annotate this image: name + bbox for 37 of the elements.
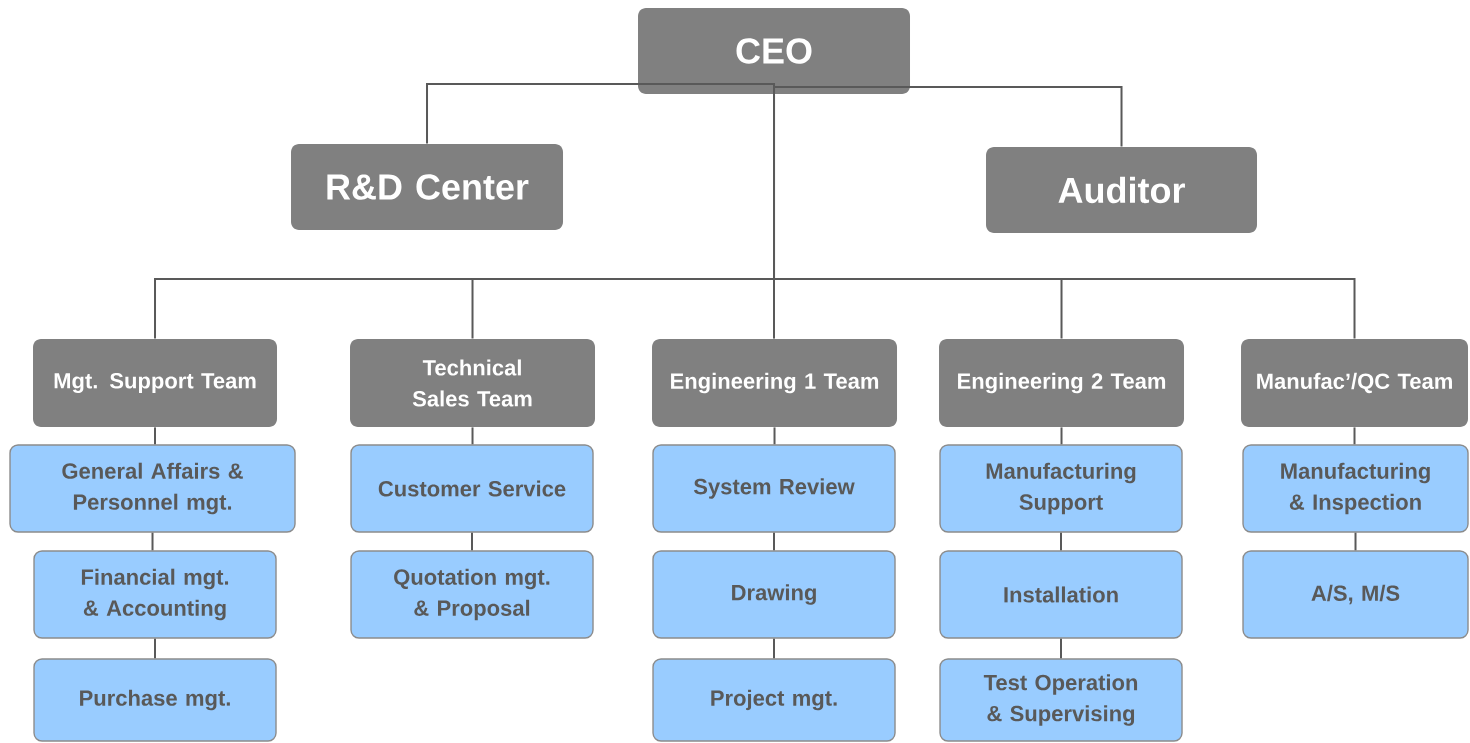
connector-line bbox=[773, 93, 1356, 340]
task-box: Financial mgt. & Accounting bbox=[33, 550, 277, 639]
task-box: Test Operation & Supervising bbox=[939, 658, 1183, 742]
connector-line bbox=[151, 531, 154, 552]
position-box: Auditor bbox=[986, 147, 1257, 233]
connector-line bbox=[1060, 426, 1063, 446]
connector-line bbox=[773, 426, 776, 446]
connector-line bbox=[471, 531, 473, 552]
team-box: Technical Sales Team bbox=[350, 339, 595, 427]
task-box: Project mgt. bbox=[652, 658, 896, 742]
connector-line bbox=[154, 426, 156, 446]
task-box: Customer Service bbox=[350, 444, 594, 533]
connector-line bbox=[1354, 531, 1357, 552]
team-box: Engineering 2 Team bbox=[939, 339, 1184, 427]
team-box: Mgt. Support Team bbox=[33, 339, 277, 427]
task-box: Manufacturing Support bbox=[939, 444, 1183, 533]
connector-line bbox=[1060, 637, 1062, 660]
team-box: Engineering 1 Team bbox=[652, 339, 897, 427]
task-box: Purchase mgt. bbox=[33, 658, 277, 742]
position-box: R&D Center bbox=[291, 144, 563, 230]
connector-line bbox=[1353, 426, 1356, 446]
connector-line bbox=[426, 83, 775, 145]
connector-line bbox=[154, 637, 156, 660]
connector-line bbox=[773, 86, 1123, 148]
task-box: General Affairs & Personnel mgt. bbox=[9, 444, 296, 533]
connector-line bbox=[773, 531, 775, 552]
connector-line bbox=[471, 426, 474, 446]
task-box: Manufacturing & Inspection bbox=[1242, 444, 1469, 533]
task-box: System Review bbox=[652, 444, 896, 533]
task-box: A/S, M/S bbox=[1242, 550, 1469, 639]
connector-line bbox=[773, 637, 775, 660]
connector-line bbox=[1060, 531, 1062, 552]
task-box: Quotation mgt. & Proposal bbox=[350, 550, 594, 639]
task-box: Installation bbox=[939, 550, 1183, 639]
team-box: Manufac’/QC Team bbox=[1241, 339, 1468, 427]
task-box: Drawing bbox=[652, 550, 896, 639]
position-box: CEO bbox=[638, 8, 910, 94]
